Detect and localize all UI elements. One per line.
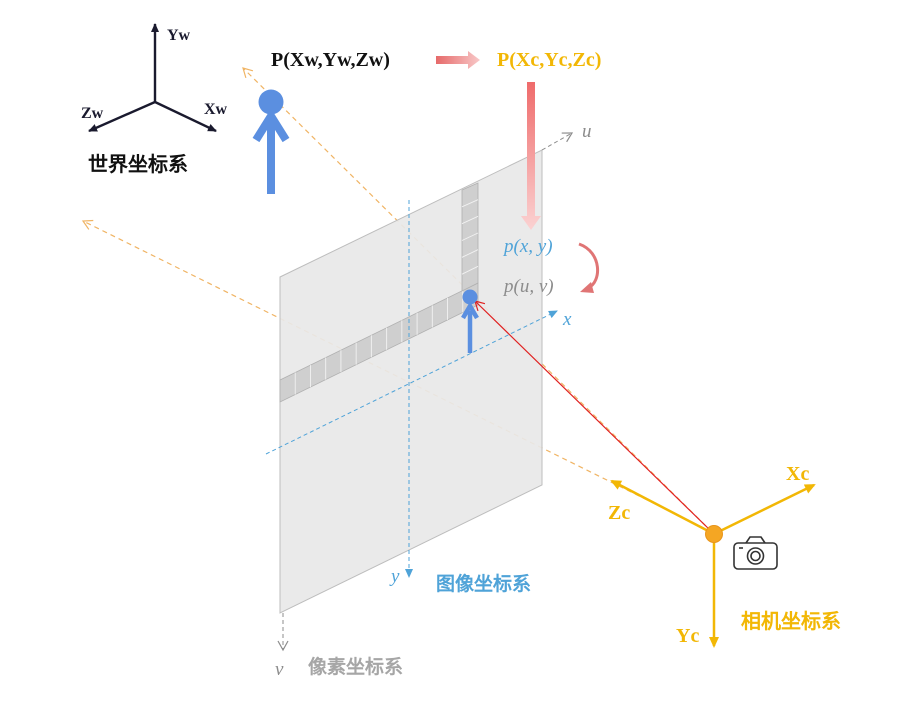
image-axes: x y 图像坐标系 [265,200,572,595]
pixel-column-cells [461,199,479,275]
pixel-v-label: v [275,659,284,680]
camera-icon [733,536,778,570]
projection-guides [81,67,713,533]
camera-to-image-arrow [521,82,541,230]
image-point-label: p(x, y) [502,236,553,257]
world-x-label: Xw [204,101,228,118]
image-plane [279,149,543,614]
projected-person [461,289,479,353]
transform-arrows [436,51,600,293]
camera-x-label: Xc [786,463,809,485]
image-y-label: y [389,566,400,587]
pixel-row-cells [294,290,464,395]
image-to-pixel-curve-arrow [578,242,600,290]
world-x-axis [154,100,217,133]
world-person-body-arrow [252,108,290,194]
pixel-axes: u v 像素坐标系 [275,121,592,680]
camera-z-label: Zc [608,502,630,524]
camera-origin [705,525,723,543]
image-x-axis [265,310,558,455]
camera-coordinate-system: Xc Zc Yc 相机坐标系 [608,463,841,648]
pixel-cell-divider [461,249,479,258]
pixel-cell-divider [461,199,479,208]
pixel-cell-divider [461,265,479,275]
guide-ray-upper [242,67,713,533]
image-coordinate-system-label: 图像坐标系 [436,572,531,595]
projection-ray [474,300,713,533]
pixel-coordinate-system-label: 像素坐标系 [308,655,403,678]
projected-person-body-arrow [461,301,479,353]
camera-point-label: P(Xc,Yc,Zc) [497,49,601,71]
world-person-head [258,89,284,115]
world-coordinate-system: Yw Zw Xw 世界坐标系 [81,23,228,176]
pixel-u-label: u [582,121,592,142]
world-z-axis [88,100,156,133]
camera-y-label: Yc [676,625,699,647]
world-point-label: P(Xw,Yw,Zw) [271,49,390,71]
camera-z-axis [610,479,715,536]
camera-coordinate-system-label: 相机坐标系 [741,609,841,633]
world-z-label: Zw [81,105,104,122]
pixel-cell-divider [461,215,479,225]
camera-x-axis [713,483,816,536]
pixel-u-axis [541,132,574,151]
world-person [252,89,290,194]
pixel-point-label: p(u, v) [502,276,554,297]
image-to-pixel-curve-arrowhead [580,282,594,293]
projected-person-head [462,289,478,305]
world-coordinate-system-label: 世界坐标系 [88,152,188,176]
world-y-label: Yw [167,27,191,44]
world-to-camera-arrow [436,51,480,69]
pixel-cell-divider [461,232,479,241]
image-x-label: x [562,309,572,330]
